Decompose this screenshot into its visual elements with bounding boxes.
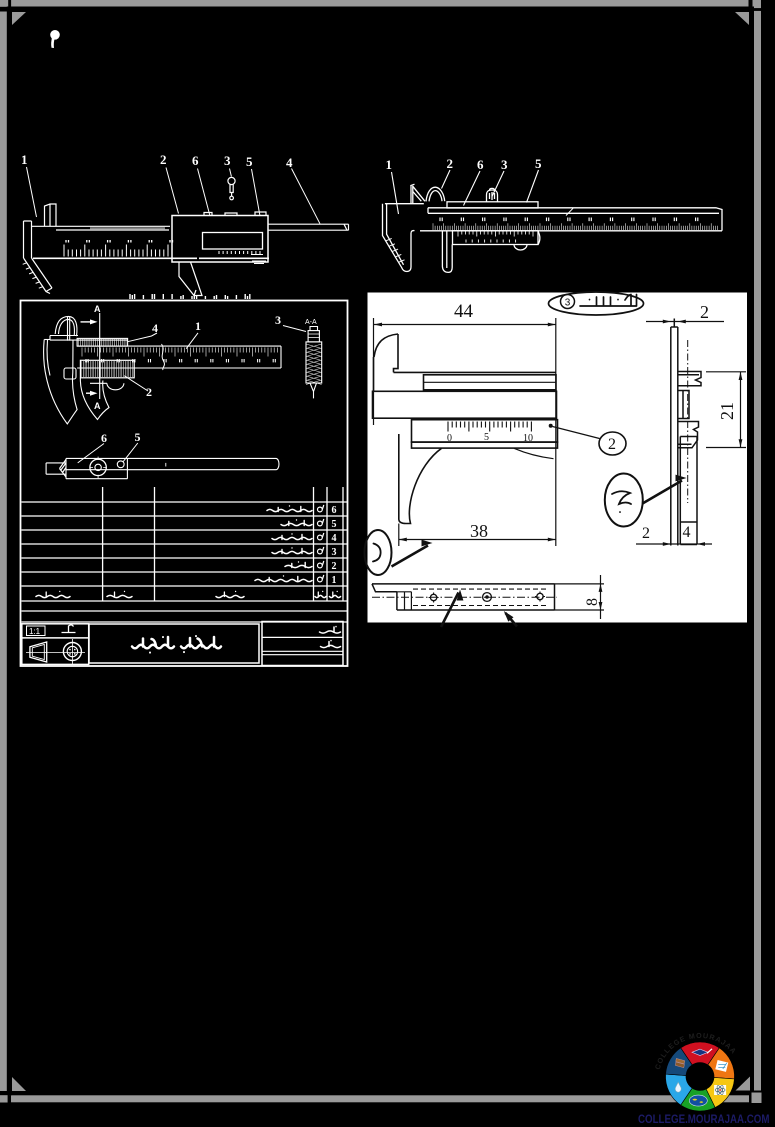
svg-text:2: 2 [447,156,454,171]
svg-text:4: 4 [332,533,337,544]
svg-text:8: 8 [584,598,601,606]
svg-text:3: 3 [565,297,571,308]
svg-text:A-A: A-A [305,319,317,326]
svg-text:5: 5 [535,156,542,171]
svg-text:6: 6 [332,505,337,516]
svg-text:2: 2 [700,302,709,322]
svg-text:21: 21 [717,402,737,420]
svg-text:2: 2 [146,385,152,399]
svg-text:6: 6 [101,431,107,445]
svg-text:A: A [94,304,101,314]
svg-text:3: 3 [224,153,231,168]
svg-text:COLLEGE.MOURAJAA.COM: COLLEGE.MOURAJAA.COM [638,1114,770,1126]
svg-text:3: 3 [501,157,508,172]
svg-text:2: 2 [608,436,616,453]
svg-text:2: 2 [332,561,337,572]
svg-text:A: A [94,401,101,411]
svg-text:1: 1 [386,157,393,172]
svg-text:2: 2 [160,152,167,167]
svg-text:4: 4 [683,524,691,541]
svg-text:3: 3 [332,547,337,558]
svg-text:38: 38 [470,521,488,541]
svg-text:1: 1 [195,319,201,333]
svg-text:4: 4 [152,321,158,335]
svg-text:3: 3 [275,313,281,327]
svg-text:1:1: 1:1 [29,627,41,636]
svg-text:6: 6 [477,157,484,172]
svg-text:6: 6 [192,153,199,168]
svg-text:5: 5 [135,430,141,444]
svg-text:44: 44 [454,301,474,322]
svg-text:10: 10 [523,433,533,444]
svg-text:0: 0 [447,433,452,444]
svg-text:4: 4 [286,155,293,170]
svg-text:5: 5 [246,154,253,169]
svg-text:1: 1 [21,152,28,167]
svg-text:5: 5 [484,432,489,443]
svg-text:5: 5 [332,519,337,530]
svg-text:1: 1 [332,575,337,586]
svg-text:2: 2 [642,525,650,542]
